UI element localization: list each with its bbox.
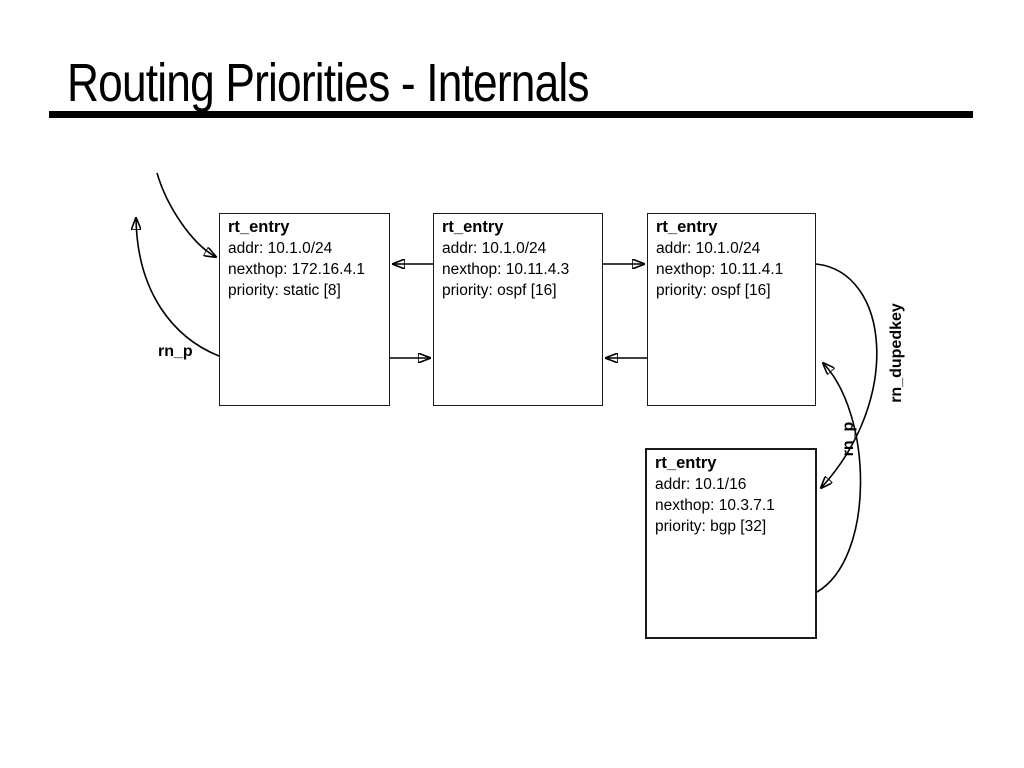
dupedkey-pointer-arrow — [815, 263, 878, 488]
label-rn-dupedkey: rn_dupedkey — [888, 303, 905, 403]
parent-pointer-arrow-box4-to-box3 — [816, 363, 862, 593]
node-priority-field: priority: bgp [32] — [655, 518, 767, 535]
parent-pointer-arrow-left — [136, 218, 220, 357]
node-title: rt_entry — [655, 454, 717, 472]
node-title: rt_entry — [442, 218, 504, 236]
incoming-pointer-arrow — [156, 172, 216, 257]
node-priority-field: priority: static [8] — [228, 282, 341, 299]
rt-entry-box-4: rt_entry addr: 10.1/16 nexthop: 10.3.7.1… — [645, 448, 817, 639]
node-addr-field: addr: 10.1.0/24 — [656, 240, 761, 257]
node-nexthop-field: nexthop: 10.11.4.1 — [656, 261, 784, 278]
node-nexthop-field: nexthop: 172.16.4.1 — [228, 261, 366, 278]
node-nexthop-field: nexthop: 10.3.7.1 — [655, 497, 775, 514]
rt-entry-box-3: rt_entry addr: 10.1.0/24 nexthop: 10.11.… — [647, 213, 816, 406]
node-addr-field: addr: 10.1/16 — [655, 476, 747, 493]
node-title: rt_entry — [656, 218, 718, 236]
node-addr-field: addr: 10.1.0/24 — [228, 240, 333, 257]
rt-entry-box-1: rt_entry addr: 10.1.0/24 nexthop: 172.16… — [219, 213, 390, 406]
node-priority-field: priority: ospf [16] — [442, 282, 557, 299]
label-rn-p-left: rn_p — [158, 343, 193, 360]
title-underline — [49, 111, 973, 118]
slide-title: Routing Priorities - Internals — [67, 53, 590, 113]
node-nexthop-field: nexthop: 10.11.4.3 — [442, 261, 570, 278]
node-addr-field: addr: 10.1.0/24 — [442, 240, 547, 257]
node-title: rt_entry — [228, 218, 290, 236]
rt-entry-box-2: rt_entry addr: 10.1.0/24 nexthop: 10.11.… — [433, 213, 603, 406]
label-rn-p-right: rn_p — [840, 421, 857, 457]
node-priority-field: priority: ospf [16] — [656, 282, 771, 299]
